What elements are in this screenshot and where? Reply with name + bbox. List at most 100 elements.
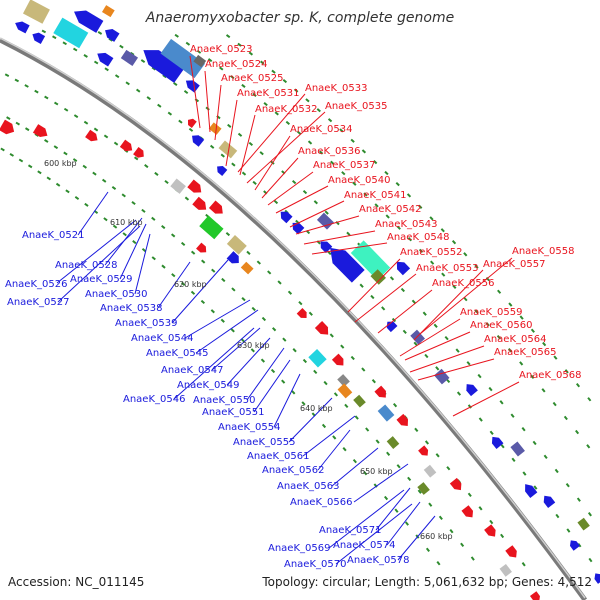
gene-label[interactable]: AnaeK_0521 (22, 230, 84, 241)
gene-label[interactable]: AnaeK_0551 (202, 407, 264, 418)
leader-line (409, 345, 485, 373)
gene-label[interactable]: AnaeK_0542 (359, 204, 421, 215)
gene-label[interactable]: AnaeK_0535 (325, 101, 387, 112)
guide-dash (25, 127, 30, 132)
leader-line (419, 257, 513, 335)
guide-dash (424, 353, 429, 359)
gene-label[interactable]: AnaeK_0549 (177, 380, 239, 391)
gene-label[interactable]: AnaeK_0539 (115, 318, 177, 329)
gene-label[interactable]: AnaeK_0534 (290, 124, 352, 135)
gene-label[interactable]: AnaeK_0541 (344, 190, 406, 201)
gene-label[interactable]: AnaeK_0536 (298, 146, 360, 157)
leader-line (288, 397, 333, 443)
gene-label[interactable]: AnaeK_0523 (190, 44, 252, 55)
guide-dash (435, 366, 440, 371)
gene-label[interactable]: AnaeK_0571 (319, 525, 381, 536)
guide-dash (6, 116, 11, 120)
gene-label[interactable]: AnaeK_0558 (512, 246, 574, 257)
guide-dash (231, 162, 236, 167)
gene-label[interactable]: AnaeK_0561 (247, 451, 309, 462)
gene-label[interactable]: AnaeK_0562 (262, 465, 324, 476)
leader-line (303, 230, 376, 245)
guide-dash (332, 435, 337, 440)
gene-label[interactable]: AnaeK_0537 (313, 160, 375, 171)
guide-dash (407, 476, 412, 482)
gene-label[interactable]: AnaeK_0527 (7, 297, 69, 308)
guide-dash (287, 290, 293, 295)
guide-dash (260, 358, 266, 363)
gene-feature (296, 308, 307, 318)
gene-label[interactable]: AnaeK_0568 (519, 370, 581, 381)
guide-dash (365, 427, 370, 432)
gene-label[interactable]: AnaeK_0556 (432, 278, 494, 289)
guide-dash (530, 328, 535, 333)
gene-label[interactable]: AnaeK_0540 (328, 175, 390, 186)
gene-label[interactable]: AnaeK_0532 (255, 104, 317, 115)
gene-label[interactable]: AnaeK_0543 (375, 219, 437, 230)
gene-label[interactable]: AnaeK_0552 (400, 247, 462, 258)
guide-dash (375, 439, 380, 444)
guide-dash (101, 178, 107, 183)
gene-label[interactable]: AnaeK_0563 (277, 481, 339, 492)
guide-dash (144, 164, 149, 169)
gene-label[interactable]: AnaeK_0553 (416, 263, 478, 274)
gene-label[interactable]: AnaeK_0557 (483, 259, 545, 270)
leader-line (317, 429, 351, 471)
gene-label[interactable]: AnaeK_0578 (347, 555, 409, 566)
gene-block (120, 49, 139, 66)
gene-label[interactable]: AnaeK_0564 (484, 334, 546, 345)
gene-label[interactable]: AnaeK_0555 (233, 437, 295, 448)
gene-label[interactable]: AnaeK_0531 (237, 88, 299, 99)
gene-label[interactable]: AnaeK_0554 (218, 422, 280, 433)
gene-label[interactable]: AnaeK_0529 (70, 274, 132, 285)
gene-label[interactable]: AnaeK_0528 (55, 260, 117, 271)
gene-feature (0, 119, 15, 135)
guide-dash (521, 427, 526, 432)
gene-label[interactable]: AnaeK_0550 (193, 395, 255, 406)
gene-label[interactable]: AnaeK_0559 (460, 307, 522, 318)
gene-label[interactable]: AnaeK_0570 (284, 559, 346, 570)
guide-dash (302, 358, 308, 364)
gene-arrow (226, 251, 239, 264)
gene-label[interactable]: AnaeK_0574 (333, 540, 395, 551)
guide-dash (103, 217, 108, 222)
gene-label[interactable]: AnaeK_0533 (305, 83, 367, 94)
gene-label[interactable]: AnaeK_0525 (221, 73, 283, 84)
gene-label[interactable]: AnaeK_0548 (387, 232, 449, 243)
gene-arrow (143, 50, 185, 83)
gene-label[interactable]: AnaeK_0544 (131, 333, 193, 344)
gene-block (434, 368, 450, 385)
gene-label[interactable]: AnaeK_0524 (205, 59, 267, 70)
gene-label[interactable]: AnaeK_0530 (85, 289, 147, 300)
guide-dash (352, 181, 357, 186)
gene-feature (208, 122, 222, 135)
gene-label[interactable]: AnaeK_0566 (290, 497, 352, 508)
guide-dash (171, 233, 176, 238)
gene-feature (499, 563, 512, 577)
gene-label[interactable]: AnaeK_0560 (470, 320, 532, 331)
guide-dash (363, 192, 368, 197)
guide-dash (522, 471, 527, 476)
gene-label[interactable]: AnaeK_0569 (268, 543, 330, 554)
guide-dash (497, 289, 502, 294)
guide-dash (552, 401, 557, 407)
guide-dash (9, 153, 14, 157)
gene-label[interactable]: AnaeK_0545 (146, 348, 208, 359)
gene-feature (577, 517, 590, 531)
gene-block (377, 404, 395, 422)
guide-dash (241, 83, 246, 88)
guide-dash (575, 383, 581, 388)
gene-feature (170, 178, 186, 194)
leader-line (331, 447, 379, 487)
guide-dash (291, 390, 296, 395)
gene-label[interactable]: AnaeK_0526 (5, 279, 67, 290)
gene-block (370, 269, 386, 285)
gene-label[interactable]: AnaeK_0546 (123, 394, 185, 405)
gene-label[interactable]: AnaeK_0565 (494, 347, 556, 358)
guide-dash (438, 515, 443, 521)
guide-dash (111, 185, 117, 190)
gene-label[interactable]: AnaeK_0538 (100, 303, 162, 314)
guide-dash (533, 485, 538, 490)
gene-label[interactable]: AnaeK_0547 (161, 365, 223, 376)
guide-dash (455, 348, 460, 353)
